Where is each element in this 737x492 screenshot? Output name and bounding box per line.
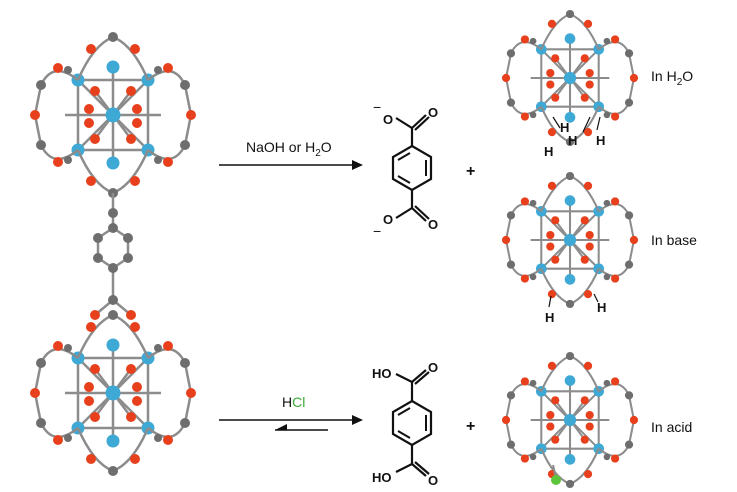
top-ho: HO <box>372 366 392 381</box>
bottom-acid-o: O <box>428 473 438 488</box>
top-zr-cluster <box>30 32 196 198</box>
top-minus-sign: − <box>373 99 381 115</box>
water-h-2: H <box>560 120 569 135</box>
linker-atoms <box>90 208 136 320</box>
cluster-in-base: H H <box>502 172 638 325</box>
label-in-water: In H2O <box>651 68 693 88</box>
bottom-minus-sign: − <box>373 223 381 239</box>
terephthalate-dianion: O O − O O − <box>373 99 438 239</box>
plus-sign-top: + <box>466 163 475 180</box>
label-in-acid: In acid <box>651 419 692 435</box>
label-in-base: In base <box>651 232 697 248</box>
top-o-minus: O <box>383 112 393 127</box>
mof-fragment <box>30 32 196 476</box>
top-o-double: O <box>428 105 438 120</box>
base-h-2: H <box>597 300 606 315</box>
chloride-atom <box>551 475 561 485</box>
cluster-in-acid <box>502 352 638 488</box>
bottom-o-minus: O <box>383 212 393 227</box>
terephthalic-acid: HO O HO O <box>372 360 438 488</box>
equilibrium-arrows <box>219 415 363 431</box>
bottom-condition-label: HCl <box>282 394 305 410</box>
water-h-1: H <box>544 144 553 159</box>
hydrolysis-arrow <box>219 160 363 170</box>
bottom-ho: HO <box>372 470 392 485</box>
bottom-o-double: O <box>428 217 438 232</box>
top-condition-label: NaOH or H2O <box>246 139 332 159</box>
cluster-in-water: H H H H <box>502 10 638 159</box>
water-h-3: H <box>568 133 577 148</box>
top-acid-o: O <box>428 360 438 375</box>
base-h-1: H <box>545 310 554 325</box>
water-h-4: H <box>596 133 605 148</box>
bottom-zr-cluster <box>30 310 196 476</box>
plus-sign-bottom: + <box>466 418 475 435</box>
